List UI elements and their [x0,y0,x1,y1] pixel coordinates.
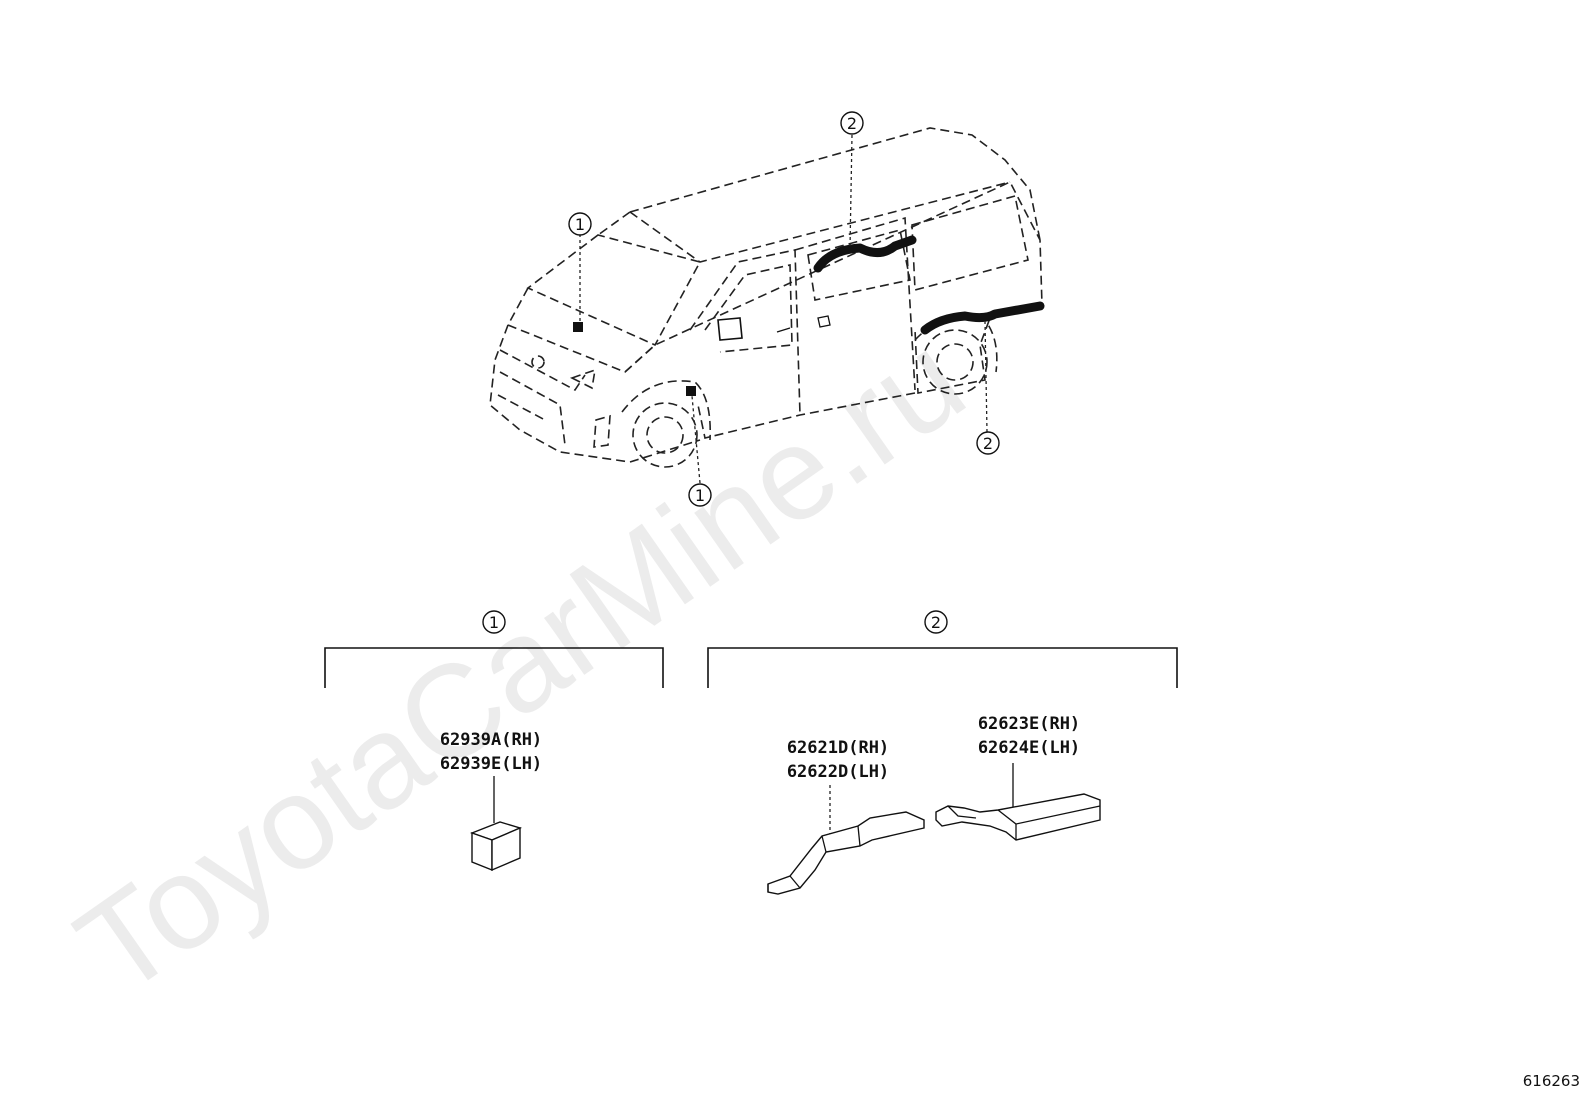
figure-number: 616263 [1523,1072,1580,1090]
fender-pad-marker [686,386,696,396]
watermark: ToyotaCarMine.ru [52,305,990,1023]
svg-text:2: 2 [847,114,857,133]
svg-text:2: 2 [983,434,993,453]
group-2-bracket [707,647,1178,688]
svg-text:1: 1 [695,486,705,505]
part-62939A-rh: 62939A(RH) [440,730,542,750]
callout-2-side: 2 [976,431,1000,455]
svg-text:1: 1 [489,613,499,632]
group-1-callout [482,610,506,634]
part-62622D-lh: 62622D(LH) [787,762,889,782]
group-2-callout [924,610,948,634]
svg-text:1: 1 [575,215,585,234]
upper-seal-marker [813,235,917,273]
group-1-bracket [324,647,664,688]
callout-1-fender: 1 [688,483,712,507]
group-1: 1 62939A(RH) 62939E(LH) [324,610,664,872]
group-2: 2 62621D(RH) 62622D(LH) 62623E(RH) 62624… [707,610,1178,895]
part-62624E-lh: 62624E(LH) [978,738,1080,758]
van-leaders [579,134,988,484]
van-illustration [489,127,1043,468]
seal-strip-long-part [935,793,1101,841]
seal-strip-short-part [767,811,925,895]
part-62939E-lh: 62939E(LH) [440,754,542,774]
part-62621D-rh: 62621D(RH) [787,738,889,758]
seal-markers [573,235,1045,396]
callout-1-hood: 1 [568,212,592,236]
hood-pad-marker [573,322,583,332]
pad-block-part [469,821,523,872]
lower-seal-marker [920,301,1045,335]
part-62623E-rh: 62623E(RH) [978,714,1080,734]
callout-2-roof: 2 [840,111,864,135]
svg-text:2: 2 [931,613,941,632]
